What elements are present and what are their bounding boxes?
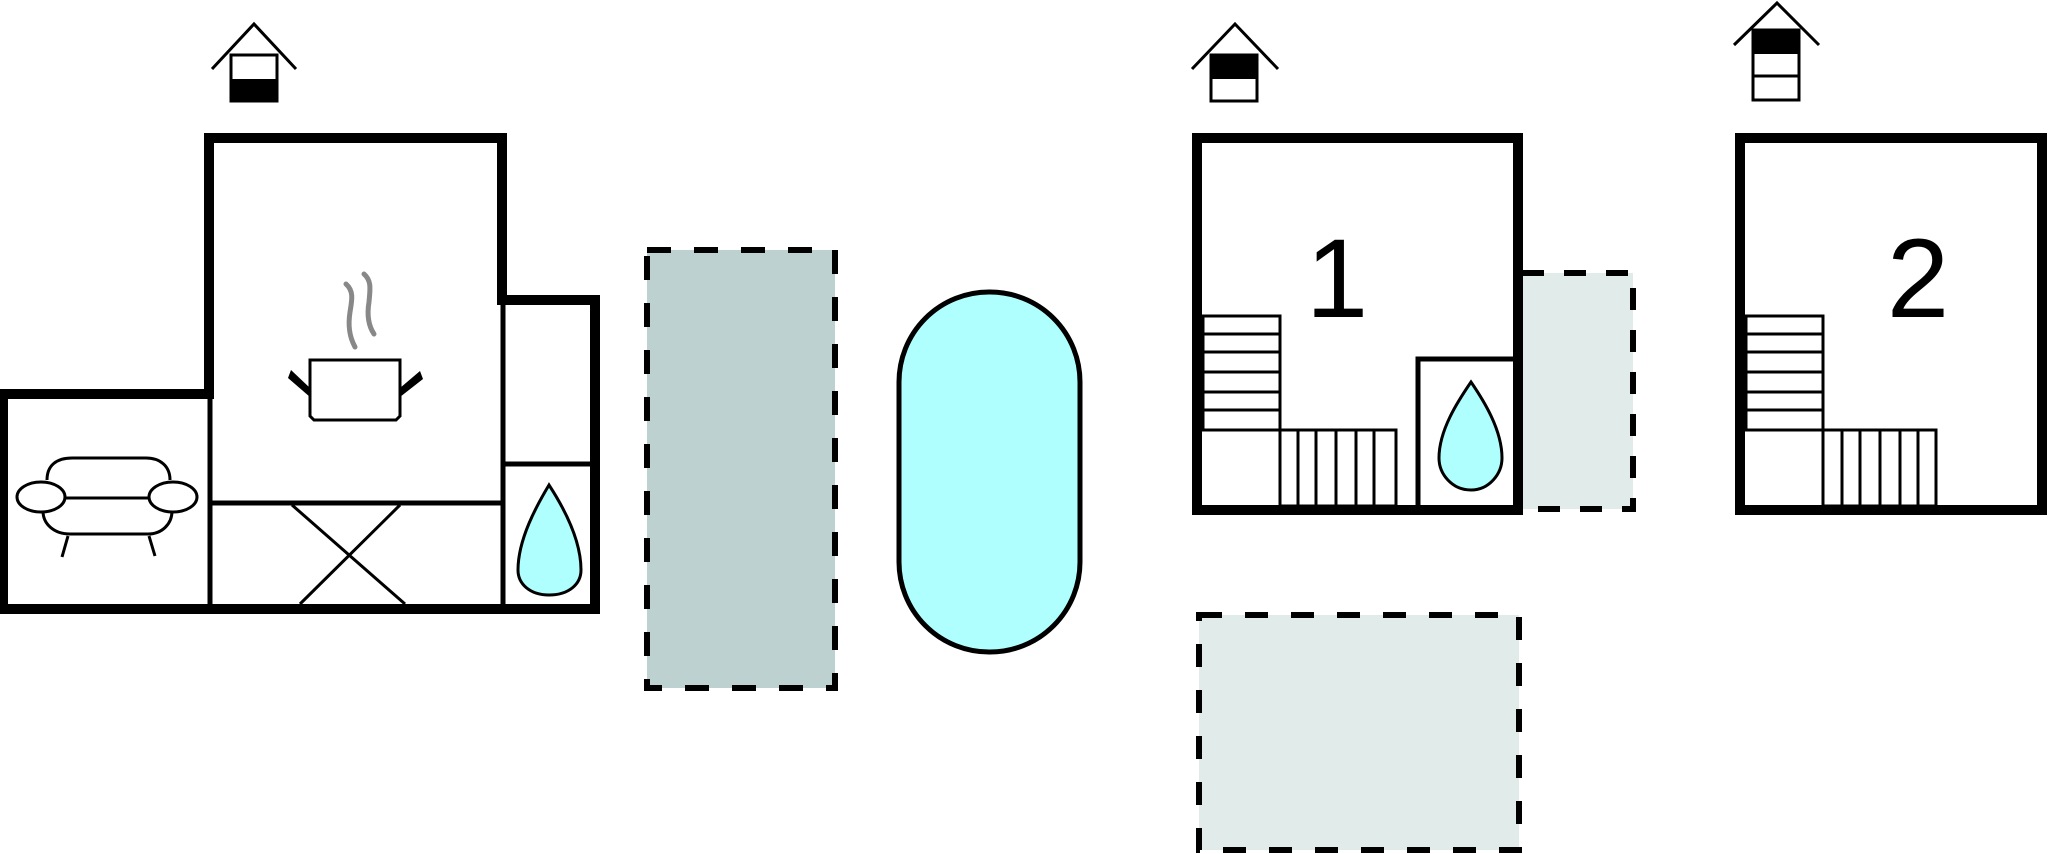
floor-label: 2	[1887, 216, 1949, 341]
outdoor-area-left	[644, 247, 838, 691]
terrace-bottom	[1196, 612, 1522, 853]
water-drop-icon	[1437, 379, 1504, 492]
cooking-pot-icon	[288, 271, 423, 422]
sofa-icon	[15, 456, 199, 558]
stairs-icon	[1744, 314, 1938, 508]
pool-icon	[896, 289, 1083, 655]
house-level-icon-ground	[210, 21, 298, 103]
floor-1-plan: 1	[1190, 21, 1636, 515]
ground-floor-plan	[0, 21, 600, 614]
exterior-wall	[1735, 133, 2047, 515]
house-level-icon-floor-1	[1190, 21, 1280, 103]
floor-label: 1	[1306, 216, 1368, 341]
house-level-icon-floor-2	[1732, 0, 1821, 102]
balcony-floor-1	[1522, 270, 1636, 512]
interior-wall	[1415, 356, 1513, 505]
water-drop-icon	[516, 482, 583, 597]
floor-2-plan: 2	[1732, 0, 2047, 515]
stairs-icon	[1201, 314, 1398, 508]
exterior-wall	[0, 133, 600, 614]
cross-icon	[291, 503, 406, 606]
